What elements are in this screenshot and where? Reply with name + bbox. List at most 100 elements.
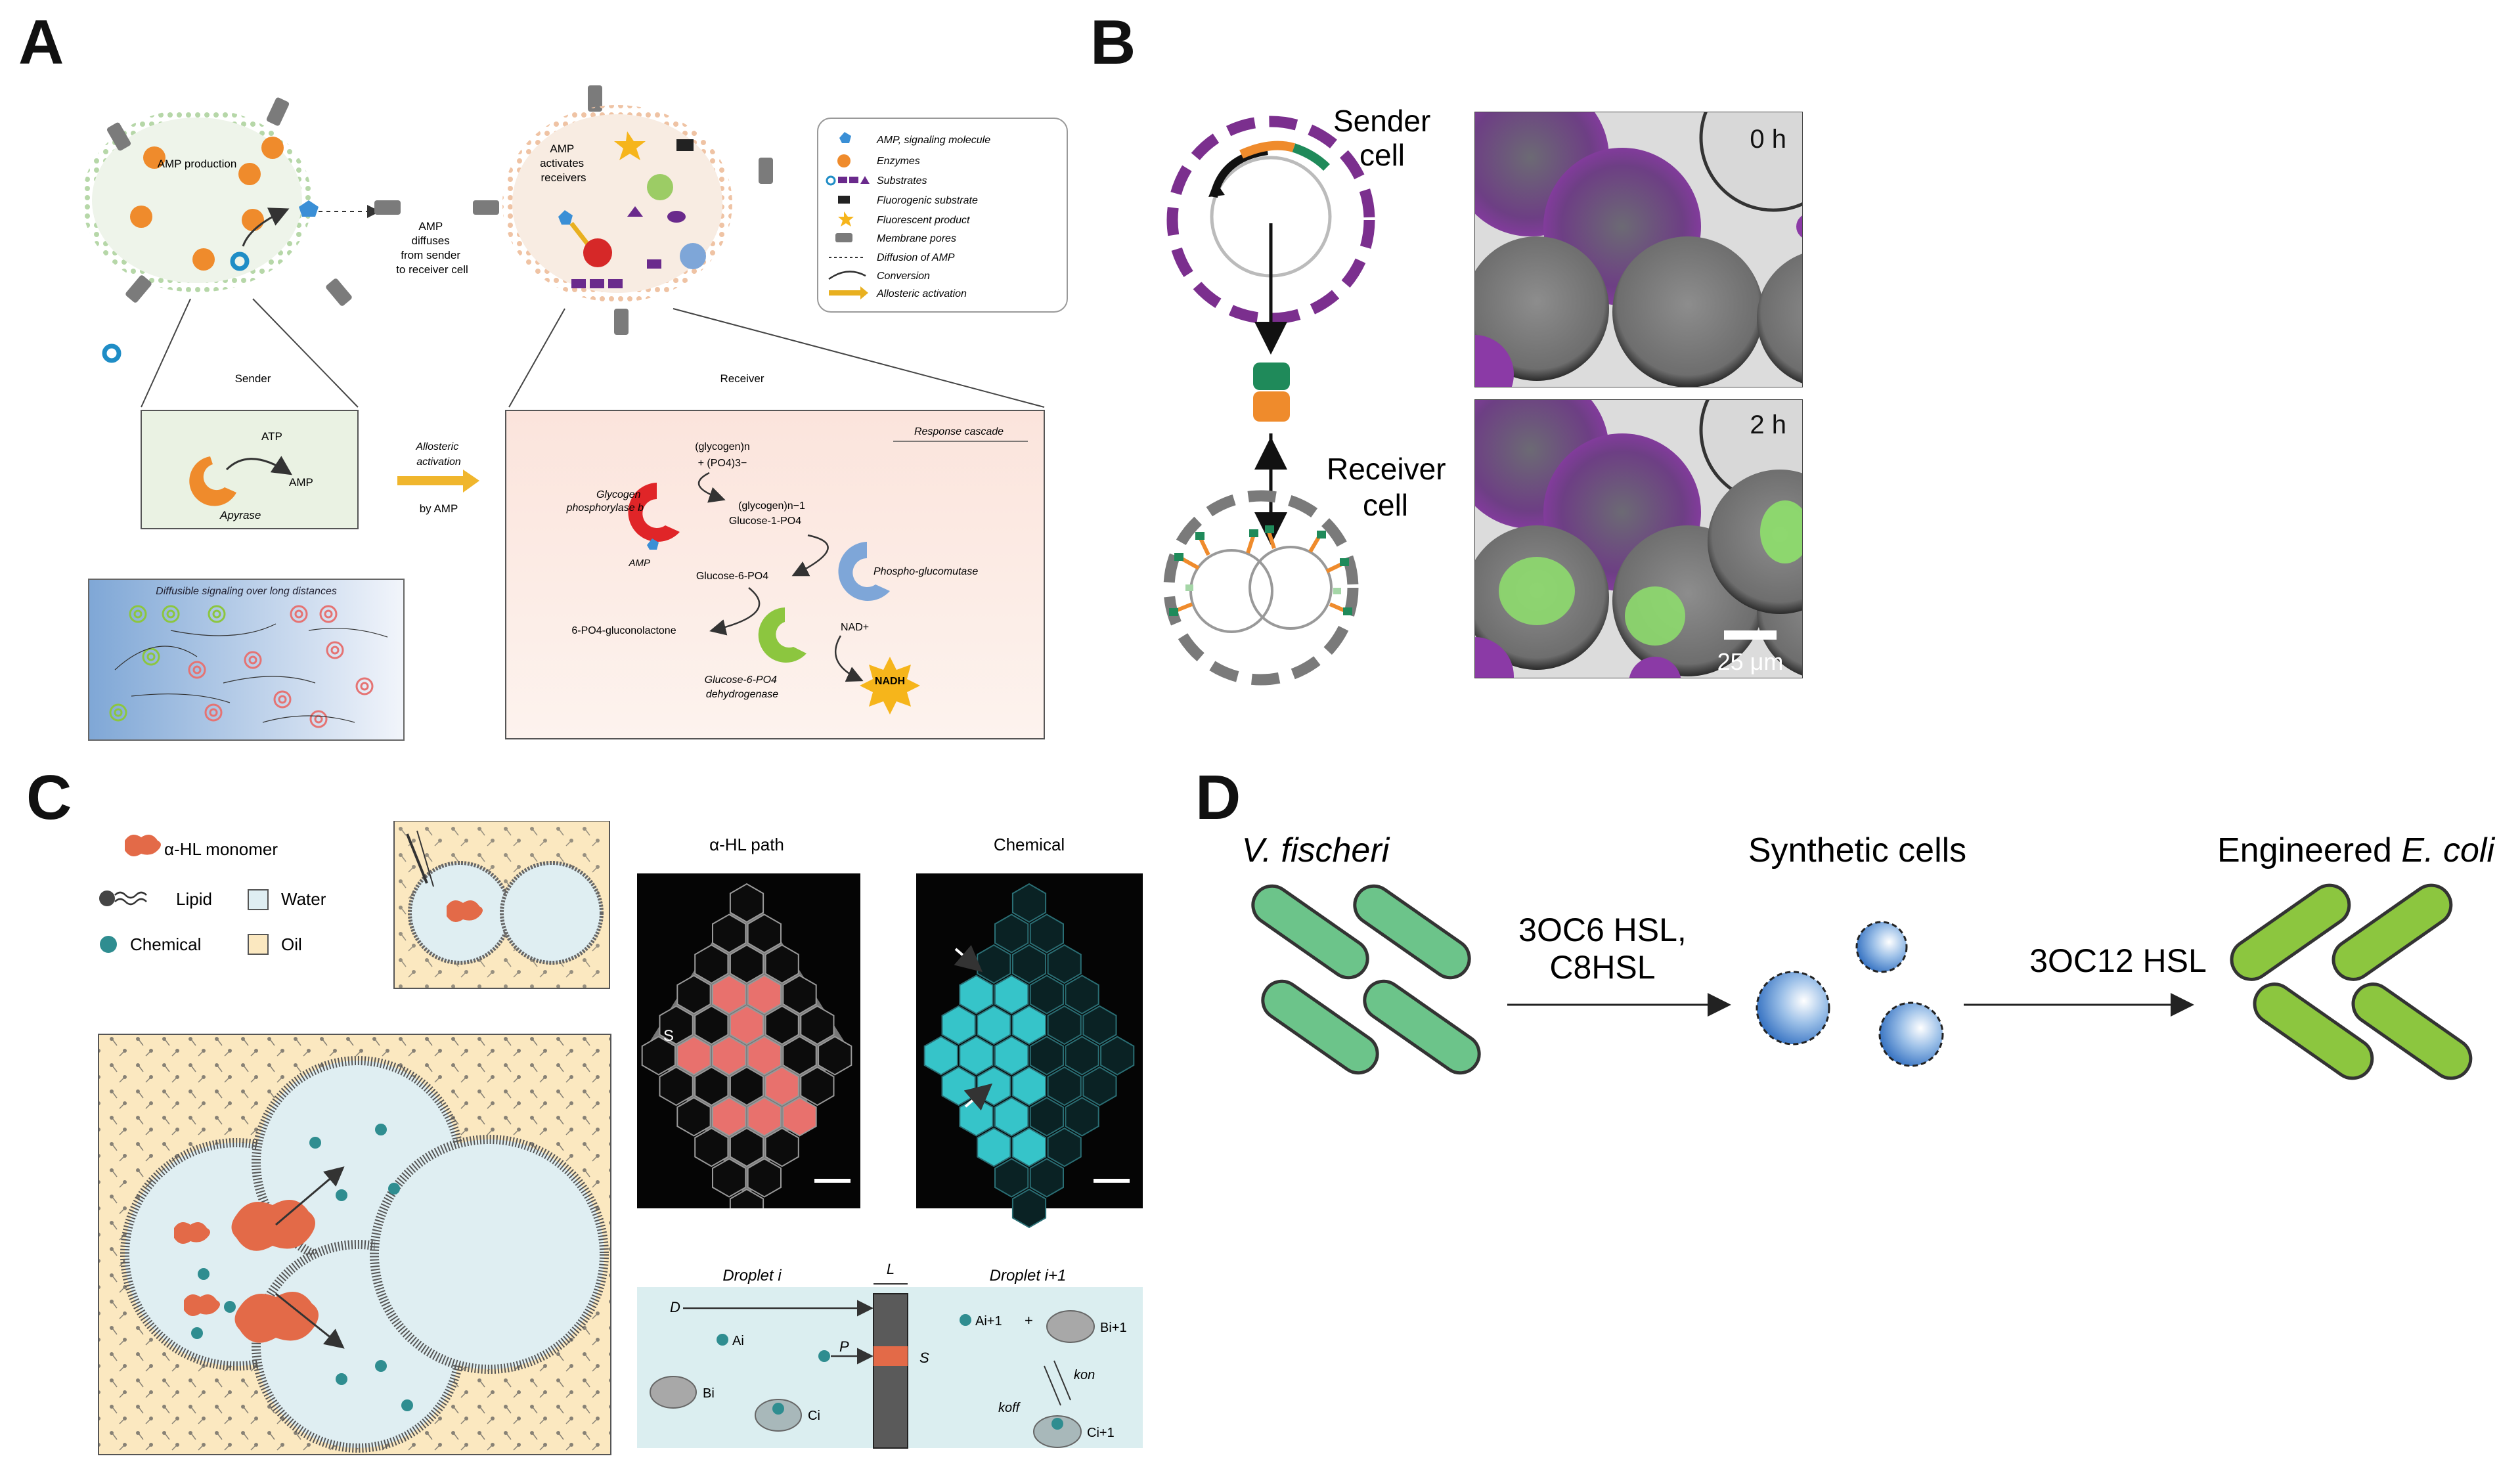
droplet-hex (729, 1127, 764, 1168)
response-cascade-box (505, 410, 1045, 739)
droplet-hex (1100, 1036, 1135, 1076)
droplet-hex (782, 1097, 817, 1137)
droplet-hex (1029, 1158, 1064, 1198)
panel-letter-a: A (18, 7, 64, 77)
droplet-hex (659, 1066, 694, 1107)
droplet-hex (1011, 1005, 1047, 1045)
droplet-hex (676, 1036, 711, 1076)
droplet-hex (729, 1066, 764, 1107)
micrograph-2h (1474, 399, 1803, 678)
svg-text:L: L (887, 1261, 895, 1277)
legend-item: Fluorescent product (877, 215, 970, 226)
inset-droplets (393, 821, 610, 989)
g6p: Glucose-6-PO4 (696, 571, 768, 582)
sender-cell (82, 108, 380, 292)
droplet-hex (800, 1066, 835, 1107)
droplet-hex (1011, 944, 1047, 984)
scale-bar (1724, 630, 1777, 640)
gp-label: Glycogen phosphorylase b (566, 489, 644, 514)
droplet-hex (994, 1097, 1029, 1137)
droplet-hex (659, 1005, 694, 1045)
panel-d-diagram: V. fischeri Synthetic cells Engineered E… (1242, 831, 2496, 1080)
signal-1-line1: 3OC6 HSL, (1518, 912, 1687, 948)
droplet-hex (1065, 1036, 1099, 1076)
droplet-hex (1011, 1188, 1047, 1229)
receiver-amp-label: AMP activates receivers (540, 143, 587, 184)
droplet-hex (694, 1066, 729, 1107)
droplet-hex (941, 1005, 976, 1045)
droplet-hex (800, 1005, 835, 1045)
droplet-hex (694, 1005, 729, 1045)
apyrase-atp: ATP (261, 430, 282, 443)
droplet-network (98, 1034, 611, 1455)
legend-item: Conversion (877, 271, 930, 282)
glycogen-n: (glycogen)n (695, 441, 750, 452)
legend-monomer: α-HL monomer (164, 839, 278, 859)
droplet-hex (747, 1158, 782, 1198)
svg-text:kon: kon (1074, 1368, 1095, 1382)
droplet-i1-label: Droplet i+1 (990, 1267, 1067, 1285)
ecoli-cells (2230, 883, 2473, 1080)
droplet-hex (712, 913, 747, 954)
receiver-cell-membrane (1163, 490, 1359, 686)
panel-c-diagram: α-HL monomer Lipid Water Chemical Oil (98, 821, 1143, 1455)
droplet-hex (1082, 1066, 1117, 1107)
droplet-hex (977, 1127, 1011, 1168)
sender-cell-label: Sender cell (1333, 104, 1439, 172)
droplet-hex (676, 975, 711, 1015)
droplet-hex (729, 1188, 764, 1208)
panel-a-diagram: AMP production AMP diffuses from sender … (82, 85, 1068, 741)
receiver-cell-label: Receiver cell (1327, 452, 1454, 522)
droplet-hex (994, 1036, 1029, 1076)
g1p: Glucose-1-PO4 (729, 516, 801, 527)
droplet-hex (1029, 1097, 1064, 1137)
svg-text:Ai: Ai (732, 1334, 744, 1348)
legend-item: Substrates (877, 175, 927, 187)
droplet-hex (712, 1158, 747, 1198)
droplet-hex (994, 975, 1029, 1015)
droplet-hex (1082, 1005, 1117, 1045)
g6pdh-label: Glucose-6-PO4 dehydrogenase (705, 674, 780, 700)
legend-oil: Oil (281, 934, 302, 954)
droplet-hex (676, 1097, 711, 1137)
droplet-hex (764, 1127, 799, 1168)
apyrase-label: Apyrase (219, 509, 261, 521)
panel-letter-b: B (1090, 7, 1136, 77)
droplet-hex (694, 944, 729, 984)
droplet-hex (1011, 1066, 1047, 1107)
engineered-ecoli-label: Engineered E. coli (2217, 831, 2496, 869)
scale-bar-label: 25 μm (1717, 648, 1784, 675)
droplet-hex (959, 1036, 994, 1076)
droplet-hex (729, 944, 764, 984)
chemical-title: Chemical (994, 835, 1065, 854)
droplet-hex (1047, 1127, 1082, 1168)
svg-text:P: P (839, 1338, 849, 1355)
svg-text:Ci+1: Ci+1 (1087, 1426, 1115, 1440)
droplet-hex (782, 975, 817, 1015)
droplet-i-label: Droplet i (722, 1267, 782, 1285)
sender-amp-label: AMP production (158, 158, 237, 170)
svg-text:+: + (1025, 1312, 1033, 1329)
synthetic-cells (1756, 921, 1944, 1067)
legend-item: AMP, signaling molecule (876, 135, 990, 146)
cascade-title: Response cascade (914, 426, 1004, 437)
diffusible-box (88, 579, 405, 741)
droplet-hex (818, 1036, 852, 1076)
synthetic-cells-label: Synthetic cells (1748, 831, 1966, 869)
signal-1-line2: C8HSL (1549, 949, 1655, 986)
time-label-0h: 0 h (1750, 125, 1786, 154)
apyrase-amp: AMP (289, 476, 313, 489)
po4: + (PO4)3− (698, 458, 747, 469)
svg-text:koff: koff (998, 1401, 1021, 1415)
droplet-hex (764, 1005, 799, 1045)
legend-item: Allosteric activation (876, 288, 967, 299)
hl-s-label: S (663, 1027, 674, 1045)
svg-text:Bi+1: Bi+1 (1100, 1321, 1127, 1335)
allosteric-by-amp: by AMP (420, 502, 458, 515)
panel-c-legend: α-HL monomer Lipid Water Chemical Oil (99, 835, 326, 955)
glycogen-n1: (glycogen)n−1 (738, 500, 805, 512)
diffusible-label: Diffusible signaling over long distances (156, 586, 337, 597)
droplet-hex (729, 883, 764, 923)
droplet-hex (1065, 1097, 1099, 1137)
droplet-hex (1047, 1066, 1082, 1107)
